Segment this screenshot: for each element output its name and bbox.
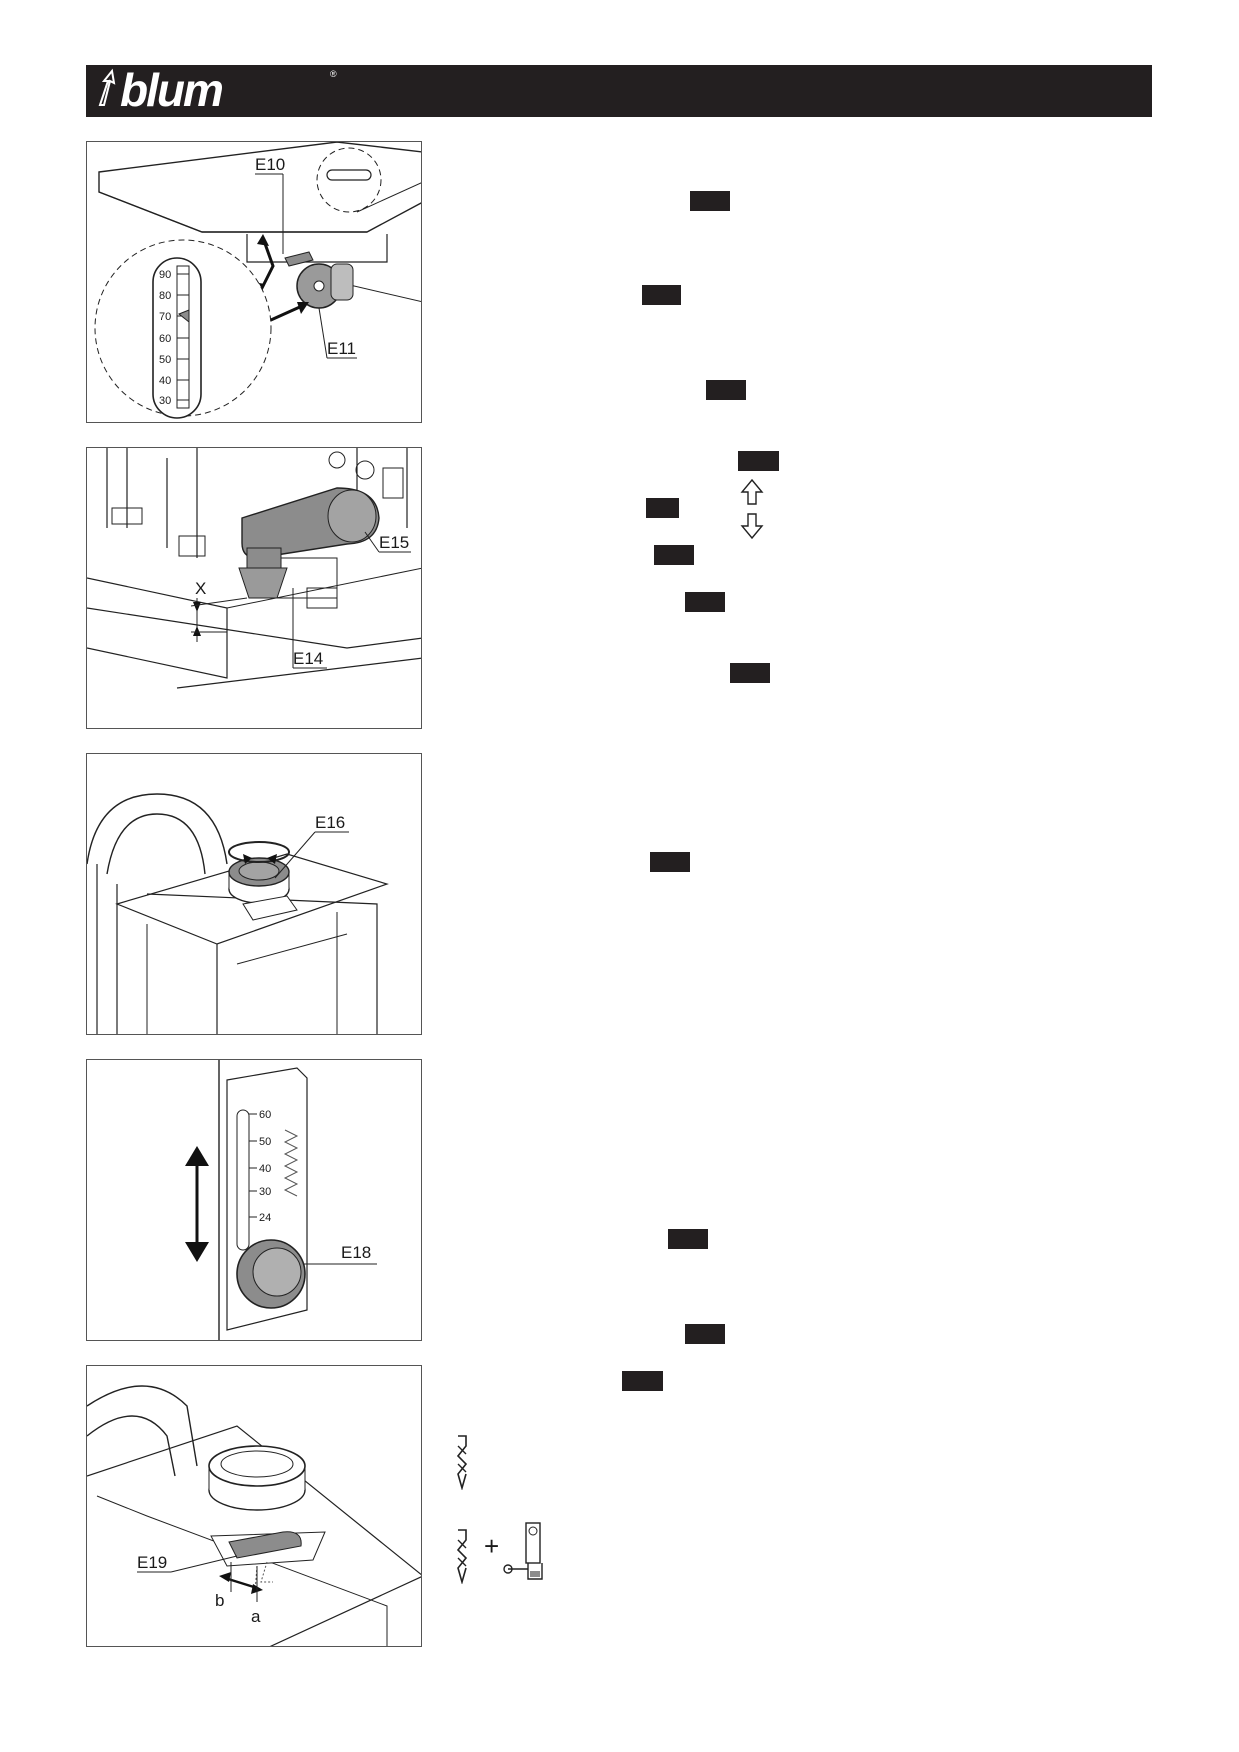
plus-sign: + xyxy=(484,1531,500,1561)
ref-box xyxy=(685,1324,725,1344)
ref-box xyxy=(685,592,725,612)
drill-bit-icon xyxy=(456,1435,468,1490)
header-bar: blum ® xyxy=(86,64,1152,117)
callout-e18: E18 xyxy=(341,1243,371,1262)
callout-e14: E14 xyxy=(293,649,323,668)
ref-box xyxy=(706,380,746,400)
scale-tick-90: 90 xyxy=(159,269,171,281)
figure-2: X E15 E14 xyxy=(86,447,422,729)
ref-box xyxy=(730,663,770,683)
up-down-arrows-icon xyxy=(740,478,764,540)
ref-box xyxy=(622,1371,663,1391)
scale-tick-80: 80 xyxy=(159,290,171,302)
callout-b: b xyxy=(215,1591,224,1610)
figure-3: E16 xyxy=(86,753,422,1035)
figure-1: 90 80 70 60 50 40 30 E10 E11 xyxy=(86,141,422,423)
callout-a: a xyxy=(251,1607,261,1626)
callout-e19: E19 xyxy=(137,1553,167,1572)
hinge-template-icon xyxy=(503,1522,543,1580)
ref-box xyxy=(642,285,681,305)
drill-bit-icon xyxy=(456,1529,468,1584)
ref-box xyxy=(654,545,694,565)
callout-x: X xyxy=(195,579,206,598)
ref-box xyxy=(646,498,679,518)
callout-e15: E15 xyxy=(379,533,409,552)
blum-logo[interactable]: blum ® xyxy=(94,64,337,116)
scale-tick-24: 24 xyxy=(259,1212,271,1224)
ref-box xyxy=(690,191,730,211)
scale-tick-70: 70 xyxy=(159,311,171,323)
figure-4: 60 50 40 30 24 E18 xyxy=(86,1059,422,1341)
scale-tick-60: 60 xyxy=(259,1109,271,1121)
ref-box xyxy=(738,451,779,471)
scale-tick-50: 50 xyxy=(259,1136,271,1148)
logo-wordmark: blum xyxy=(120,64,224,116)
scale-tick-40: 40 xyxy=(259,1163,271,1175)
callout-e11: E11 xyxy=(327,339,356,358)
blum-arrow-icon xyxy=(98,68,116,106)
callout-e10: E10 xyxy=(255,155,285,174)
registered-mark: ® xyxy=(330,69,337,79)
scale-tick-60: 60 xyxy=(159,333,171,345)
figure-5: b a E19 xyxy=(86,1365,422,1647)
scale-tick-40: 40 xyxy=(159,375,171,387)
ref-box xyxy=(668,1229,708,1249)
scale-tick-30: 30 xyxy=(259,1186,271,1198)
callout-e16: E16 xyxy=(315,813,345,832)
scale-tick-30: 30 xyxy=(159,395,171,407)
ref-box xyxy=(650,852,690,872)
scale-tick-50: 50 xyxy=(159,354,171,366)
